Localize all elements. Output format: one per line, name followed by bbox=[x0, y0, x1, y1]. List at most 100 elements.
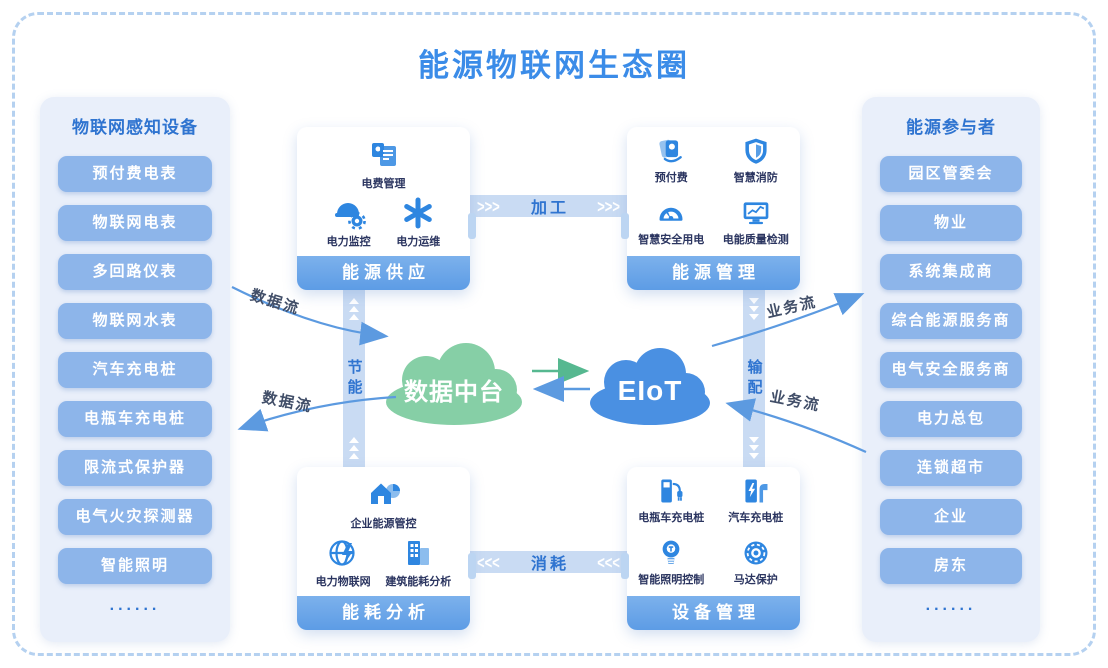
iot-devices-panel: 物联网感知设备 预付费电表 物联网电表 多回路仪表 物联网水表 汽车充电桩 电瓶… bbox=[40, 97, 230, 642]
chevrons-up-icon bbox=[349, 296, 359, 322]
feature-row: 电力监控 电力运维 bbox=[301, 196, 466, 249]
device-pill-smart-lighting: 智能照明 bbox=[58, 548, 212, 584]
participant-pill-landlord: 房东 bbox=[880, 548, 1022, 584]
feature-label: 电力运维 bbox=[396, 236, 441, 248]
flow-band-distribution: 输配 bbox=[743, 290, 765, 467]
flow-band-energy-saving: 节能 bbox=[343, 290, 365, 467]
card-energy-analysis-body: 企业能源管控 电力物联网 bbox=[297, 467, 470, 596]
card-title-energy-analysis: 能耗分析 bbox=[297, 596, 470, 630]
feature-smart-fire: 智慧消防 bbox=[734, 136, 778, 185]
data-platform-cloud: 数据中台 bbox=[383, 338, 525, 426]
feature-prepay: 预付费 bbox=[655, 136, 688, 185]
device-pill-prepaid-meter: 预付费电表 bbox=[58, 156, 212, 192]
data-platform-label: 数据中台 bbox=[404, 378, 504, 406]
feature-label: 电瓶车充电桩 bbox=[638, 512, 705, 525]
iot-devices-ellipsis: ...... bbox=[109, 597, 161, 614]
card-energy-management-body: 预付费 智慧消防 智慧安全用电 bbox=[627, 127, 800, 256]
eiot-label: EIoT bbox=[617, 375, 683, 406]
energy-participants-ellipsis: ...... bbox=[925, 597, 977, 614]
feature-label: 马达保护 bbox=[733, 573, 778, 586]
card-title-device-management: 设备管理 bbox=[627, 596, 800, 630]
flow-band-consumption: <<< 消耗 <<< bbox=[470, 551, 627, 573]
globe-bolt-icon bbox=[329, 540, 355, 566]
outer-dashed-border bbox=[12, 12, 1096, 656]
feature-motor-protection: 马达保护 bbox=[734, 538, 778, 587]
chevrons-down-icon bbox=[749, 296, 759, 322]
feature-bill-management: 电费管理 bbox=[301, 138, 466, 191]
chevrons-right-icon: >>> bbox=[597, 195, 620, 217]
card-energy-management: 预付费 智慧消防 智慧安全用电 bbox=[621, 127, 800, 290]
participant-pill-integrator: 系统集成商 bbox=[880, 254, 1022, 290]
flow-label-distribution: 输配 bbox=[745, 358, 763, 399]
cloud-shape-icon bbox=[386, 343, 522, 425]
flow-label-energy-saving: 节能 bbox=[345, 358, 363, 399]
chevrons-up-icon bbox=[349, 435, 359, 461]
bulb-icon bbox=[662, 540, 680, 564]
participant-pill-power-contractor: 电力总包 bbox=[880, 401, 1022, 437]
participant-pill-safety-service: 电气安全服务商 bbox=[880, 352, 1022, 388]
device-pill-car-charger: 汽车充电桩 bbox=[58, 352, 212, 388]
feature-smart-lighting-control: 智能照明控制 bbox=[638, 538, 704, 587]
chevrons-left-icon: <<< bbox=[477, 551, 500, 573]
flow-label-processing: 加工 bbox=[530, 200, 569, 217]
house-pie-icon bbox=[370, 483, 400, 504]
ebike-charger-icon bbox=[661, 479, 683, 503]
eiot-cloud: EIoT bbox=[588, 342, 712, 426]
device-pill-multiloop-meter: 多回路仪表 bbox=[58, 254, 212, 290]
building-icon bbox=[408, 541, 430, 565]
feature-label: 建筑能耗分析 bbox=[385, 576, 452, 588]
chevrons-right-icon: >>> bbox=[477, 195, 500, 217]
participant-pill-park-committee: 园区管委会 bbox=[880, 156, 1022, 192]
page-title: 能源物联网生态圈 bbox=[418, 48, 690, 83]
device-pill-ebike-charger: 电瓶车充电桩 bbox=[58, 401, 212, 437]
device-pill-current-limiter: 限流式保护器 bbox=[58, 450, 212, 486]
feature-label: 电力监控 bbox=[326, 236, 371, 248]
device-pill-iot-water-meter: 物联网水表 bbox=[58, 303, 212, 339]
feature-label: 企业能源管控 bbox=[350, 518, 417, 530]
participant-pill-energy-service: 综合能源服务商 bbox=[880, 303, 1022, 339]
feature-building-energy: 建筑能耗分析 bbox=[385, 536, 451, 589]
iot-devices-panel-title: 物联网感知设备 bbox=[72, 118, 198, 137]
feature-label: 智慧消防 bbox=[733, 172, 778, 185]
feature-power-monitoring: 电力监控 bbox=[327, 196, 371, 249]
energy-participants-panel: 能源参与者 园区管委会 物业 系统集成商 综合能源服务商 电气安全服务商 电力总… bbox=[862, 97, 1040, 642]
participant-pill-enterprise: 企业 bbox=[880, 499, 1022, 535]
feature-label: 智慧安全用电 bbox=[638, 233, 705, 246]
card-title-energy-supply: 能源供应 bbox=[297, 256, 470, 290]
device-pill-fire-detector: 电气火灾探测器 bbox=[58, 499, 212, 535]
feature-label: 电力物联网 bbox=[315, 576, 371, 588]
card-energy-supply-body: 电费管理 电力监控 bbox=[297, 127, 470, 256]
flow-band-processing: >>> 加工 >>> bbox=[470, 195, 627, 217]
gauge-icon bbox=[659, 207, 683, 221]
energy-participants-panel-title: 能源参与者 bbox=[906, 118, 996, 137]
card-title-energy-management: 能源管理 bbox=[627, 256, 800, 290]
card-energy-analysis: 企业能源管控 电力物联网 bbox=[297, 467, 476, 630]
helmet-gear-icon bbox=[334, 203, 366, 230]
feature-power-iot: 电力物联网 bbox=[316, 536, 371, 589]
feature-safe-electricity: 智慧安全用电 bbox=[638, 198, 704, 247]
feature-power-ops: 电力运维 bbox=[396, 196, 440, 249]
card-energy-supply: 电费管理 电力监控 bbox=[297, 127, 476, 290]
feature-ebike-charger: 电瓶车充电桩 bbox=[638, 476, 704, 525]
chevrons-left-icon: <<< bbox=[597, 551, 620, 573]
card-device-management: 电瓶车充电桩 汽车充电桩 智能照明控制 bbox=[621, 467, 800, 630]
participant-pill-chain-store: 连锁超市 bbox=[880, 450, 1022, 486]
bill-icon bbox=[371, 143, 396, 166]
participant-pill-property: 物业 bbox=[880, 205, 1022, 241]
feature-label: 电费管理 bbox=[361, 178, 406, 190]
feature-car-charger: 汽车充电桩 bbox=[728, 476, 783, 525]
feature-label: 智能照明控制 bbox=[638, 573, 705, 586]
feature-label: 电能质量检测 bbox=[722, 233, 789, 246]
card-device-management-body: 电瓶车充电桩 汽车充电桩 智能照明控制 bbox=[627, 467, 800, 596]
feature-label: 汽车充电桩 bbox=[728, 512, 784, 525]
device-pill-iot-meter: 物联网电表 bbox=[58, 205, 212, 241]
chevrons-down-icon bbox=[749, 435, 759, 461]
shield-icon bbox=[745, 138, 767, 165]
feature-power-quality: 电能质量检测 bbox=[723, 198, 789, 247]
car-charger-icon bbox=[745, 479, 768, 503]
monitor-chart-icon bbox=[743, 202, 769, 224]
cloud-shape-icon bbox=[590, 348, 710, 425]
motor-icon bbox=[744, 541, 768, 565]
feature-label: 预付费 bbox=[654, 172, 688, 185]
